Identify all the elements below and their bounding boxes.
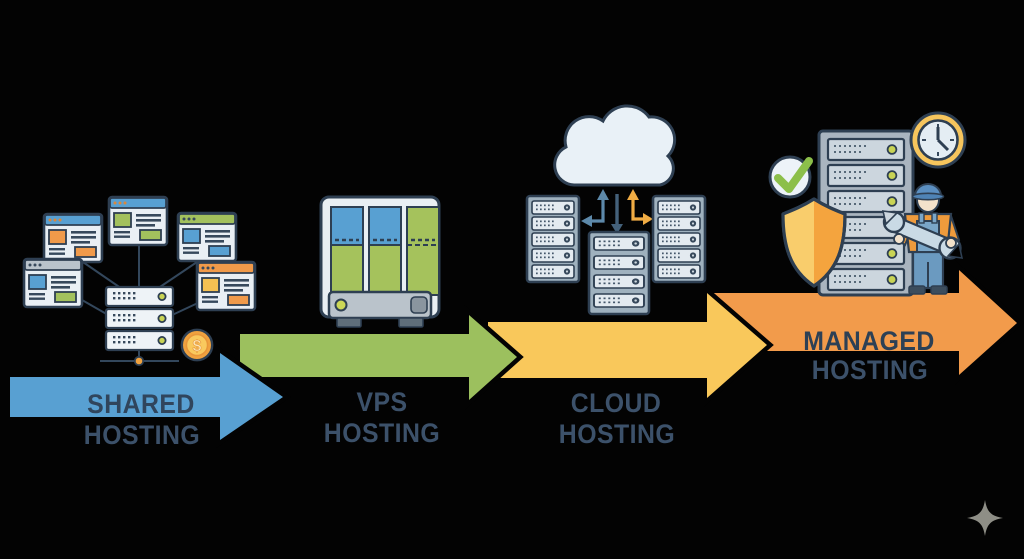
technician-icon [881, 183, 964, 295]
svg-text:$: $ [193, 338, 202, 355]
clock-icon [909, 111, 967, 169]
label-vps-line1: VPS [356, 387, 408, 417]
server-rack-right [651, 194, 707, 284]
checkmark-icon [768, 155, 813, 199]
sync-arrows [581, 189, 653, 234]
shared-server-stack [104, 285, 175, 352]
label-cloud-line1: CLOUD [570, 388, 662, 418]
label-shared-line2: HOSTING [83, 420, 201, 450]
network-node-dot [133, 355, 145, 367]
label-managed-line1: MANAGED [803, 326, 935, 356]
cloud-icon [553, 104, 677, 187]
label-vps-line2: HOSTING [323, 418, 441, 448]
dollar-coin-icon: $ [180, 328, 214, 362]
flow-arrows [5, 259, 1024, 449]
shield-icon [781, 197, 847, 288]
vps-server-icon [319, 195, 441, 328]
server-rack-middle [587, 230, 651, 316]
label-cloud-line2: HOSTING [558, 419, 676, 449]
shared-hosting-icon: $ [22, 195, 257, 367]
label-managed-line2: HOSTING [811, 355, 929, 385]
sparkle-icon [967, 500, 1003, 536]
arrow-cloud [483, 283, 774, 408]
label-shared-line1: SHARED [87, 389, 195, 419]
managed-hosting-icon [768, 111, 967, 297]
cloud-hosting-icon [525, 104, 707, 316]
arrow-shared [5, 344, 291, 449]
server-rack-left [525, 194, 581, 284]
arrow-vps [235, 305, 524, 411]
